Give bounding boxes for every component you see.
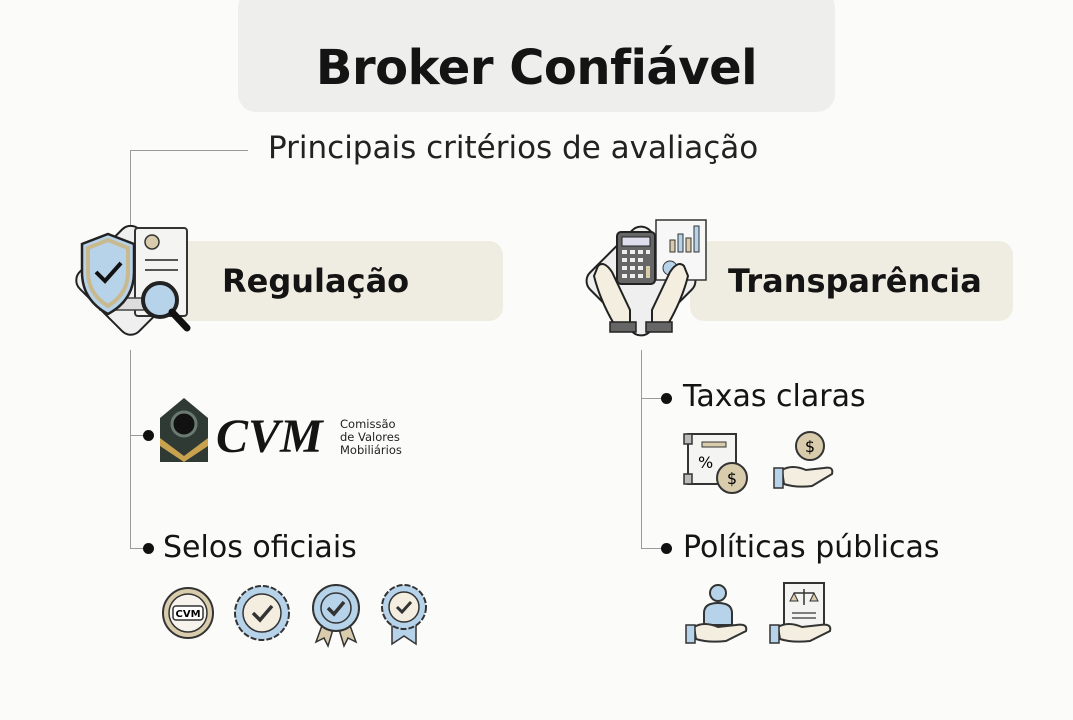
seal-text: CVM xyxy=(175,609,200,620)
hand-person-icon xyxy=(685,584,748,644)
section-header-regulacao xyxy=(170,241,503,321)
connector-line xyxy=(130,435,144,436)
check-seal-icon xyxy=(234,585,290,641)
shield-document-magnifier-icon xyxy=(75,224,191,336)
item-label: Selos oficiais xyxy=(163,530,357,565)
section-title: Transparência xyxy=(728,262,982,300)
bullet-dot xyxy=(661,393,672,404)
section-header-transparencia xyxy=(690,241,1013,321)
hands-calculator-chart-icon xyxy=(585,219,707,337)
item-label: Políticas públicas xyxy=(683,530,940,565)
svg-text:%: % xyxy=(698,453,713,472)
bullet-dot xyxy=(143,543,154,554)
caption-line: Mobiliários xyxy=(340,443,402,457)
section-title: Regulação xyxy=(222,262,410,300)
bullet-dot xyxy=(143,430,154,441)
ribbon-check-badge-icon xyxy=(312,584,360,649)
caption-line: de Valores xyxy=(340,430,400,444)
title-box xyxy=(238,0,835,112)
ribbon-check-badge-icon xyxy=(381,584,427,646)
bullet-dot xyxy=(661,543,672,554)
cvm-logo-caption: Comissão de Valores Mobiliários xyxy=(340,418,402,457)
cvm-seal-icon: CVM xyxy=(162,587,214,639)
cvm-logo-text: CVM xyxy=(216,410,323,463)
cvm-logo xyxy=(160,398,208,462)
connector-line xyxy=(130,350,131,549)
connector-line xyxy=(641,548,663,549)
caption-line: Comissão xyxy=(340,417,396,431)
connector-line xyxy=(130,150,131,225)
connector-line xyxy=(130,548,144,549)
page-subtitle: Principais critérios de avaliação xyxy=(268,130,759,166)
svg-text:$: $ xyxy=(805,437,815,456)
page-title: Broker Confiável xyxy=(315,40,758,96)
svg-text:$: $ xyxy=(727,469,737,488)
connector-line xyxy=(130,150,248,151)
connector-line xyxy=(641,350,642,549)
receipt-percent-dollar-icon: % $ xyxy=(683,433,748,494)
hand-coin-icon: $ xyxy=(773,431,834,489)
connector-line xyxy=(641,398,663,399)
item-label: Taxas claras xyxy=(683,379,866,414)
hand-law-document-icon xyxy=(769,582,832,644)
